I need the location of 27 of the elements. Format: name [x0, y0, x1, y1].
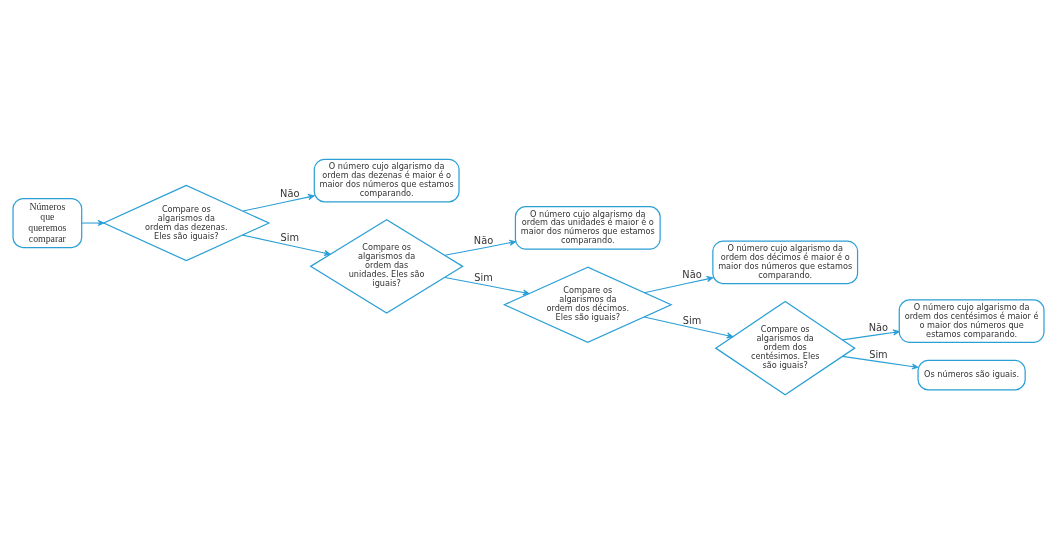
- edge-label: Não: [280, 187, 300, 199]
- edge-label: Não: [868, 321, 889, 333]
- arrow: [444, 276, 530, 296]
- node-box: O número cujo algarismo da ordem dos décimos é maior é o maior dos números que estamos comparando.: [712, 239, 859, 284]
- edge-label: Sim: [869, 348, 888, 360]
- node-diamond: Compare os algarismos da ordem das unidades. Eles são iguais?: [309, 218, 464, 314]
- node-box: O número cujo algarismo da ordem dos centésimos é maior é o maior dos números que estamos comparando.: [898, 298, 1045, 343]
- node-box: O número cujo algarismo da ordem das unidades é maior é o maior dos números que estamos comparando.: [514, 205, 661, 250]
- arrow: [841, 355, 919, 370]
- edge-label: Não: [682, 268, 702, 280]
- arrow: [643, 275, 714, 293]
- edge-label: Sim: [474, 271, 493, 283]
- edge-label: Sim: [682, 314, 702, 326]
- node-box: Números que queremos comparar: [12, 197, 83, 248]
- node-box: Os números são iguais.: [917, 359, 1026, 390]
- arrow: [81, 219, 105, 226]
- edge-label: Não: [473, 234, 494, 246]
- arrow: [444, 239, 516, 256]
- arrow: [242, 193, 315, 212]
- arrow: [643, 316, 734, 338]
- node-diamond: Compare os algarismos da ordem das dezenas. Eles são iguais?: [102, 184, 271, 261]
- arrow: [242, 234, 331, 256]
- node-diamond: Compare os algarismos da ordem dos centésimos. Eles são iguais?: [714, 300, 856, 395]
- node-diamond: Compare os algarismos da ordem dos décimos. Eles são iguais?: [502, 266, 673, 343]
- edge-label: Sim: [280, 231, 300, 243]
- node-box: O número cujo algarismo da ordem das dezenas é maior é o maior dos números que estamos comparando.: [313, 158, 460, 202]
- arrow: [841, 328, 900, 340]
